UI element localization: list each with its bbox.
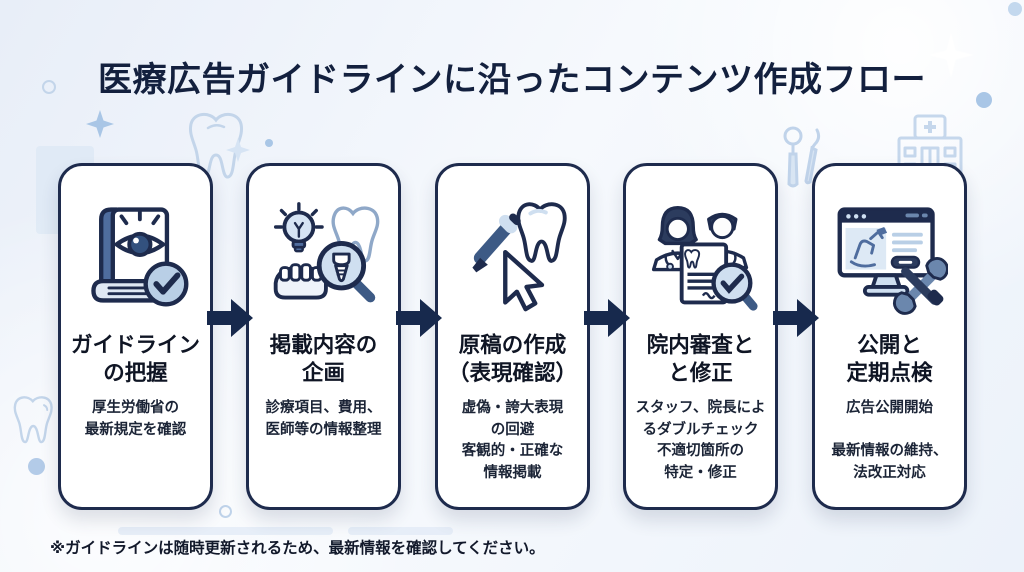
circle-outline-decoration <box>42 80 56 94</box>
page-title: 医療広告ガイドラインに沿ったコンテンツ作成フロー <box>98 60 926 100</box>
sparkle-icon <box>86 110 114 138</box>
step-card-planning: 掲載内容の 企画 診療項目、費用、 医師等の情報整理 <box>246 163 401 510</box>
step-card-guideline: ガイドライン の把握 厚生労働省の 最新規定を確認 <box>58 163 213 510</box>
dot-decoration <box>28 458 45 475</box>
flow-arrow-icon <box>396 299 442 337</box>
flow-arrow-icon <box>207 299 253 337</box>
guideline-book-eye-check-icon <box>77 190 195 322</box>
step-title: 原稿の作成 （表現確認） <box>447 333 577 387</box>
step-title: 院内審査と と修正 <box>646 333 755 387</box>
band-decoration <box>348 527 453 535</box>
step-card-review: 院内審査と と修正 スタッフ、院長によ るダブルチェック 不適切箇所の 特定・修… <box>623 163 778 510</box>
dot-decoration <box>976 92 992 108</box>
publish-monitor-tools-icon <box>831 190 949 322</box>
flow-arrow-icon <box>584 299 630 337</box>
step-card-drafting: 原稿の作成 （表現確認） 虚偽・誇大表現 の回避 客観的・正確な 情報掲載 <box>435 163 590 510</box>
tooth-outline-decoration <box>13 396 53 444</box>
step-description: 広告公開開始 最新情報の維持、 法改正対応 <box>831 399 948 481</box>
sparkle-icon <box>928 32 974 78</box>
step-title: ガイドライン の把握 <box>70 333 200 387</box>
step-title: 掲載内容の 企画 <box>269 333 378 387</box>
dot-decoration <box>265 139 273 147</box>
drafting-pen-tooth-cursor-icon <box>454 190 572 322</box>
footnote: ※ガイドラインは随時更新されるため、最新情報を確認してください。 <box>50 539 545 557</box>
planning-lightbulb-dentures-magnifier-icon <box>265 190 383 322</box>
tooth-outline-decoration <box>189 113 250 179</box>
step-card-publish: 公開と 定期点検 広告公開開始 最新情報の維持、 法改正対応 <box>812 163 967 510</box>
step-description: 虚偽・誇大表現 の回避 客観的・正確な 情報掲載 <box>461 399 564 481</box>
circle-outline-decoration <box>219 505 232 518</box>
step-title: 公開と 定期点検 <box>846 333 933 387</box>
dental-instruments-decoration <box>783 126 821 188</box>
step-description: 厚生労働省の 最新規定を確認 <box>84 399 187 438</box>
step-description: 診療項目、費用、 医師等の情報整理 <box>265 399 382 438</box>
band-decoration <box>118 527 333 535</box>
flow-arrow-icon <box>773 299 819 337</box>
internal-review-staff-document-magnifier-icon <box>642 190 760 322</box>
step-description: スタッフ、院長によ るダブルチェック 不適切箇所の 特定・修正 <box>635 399 766 481</box>
dot-decoration <box>1008 2 1022 16</box>
